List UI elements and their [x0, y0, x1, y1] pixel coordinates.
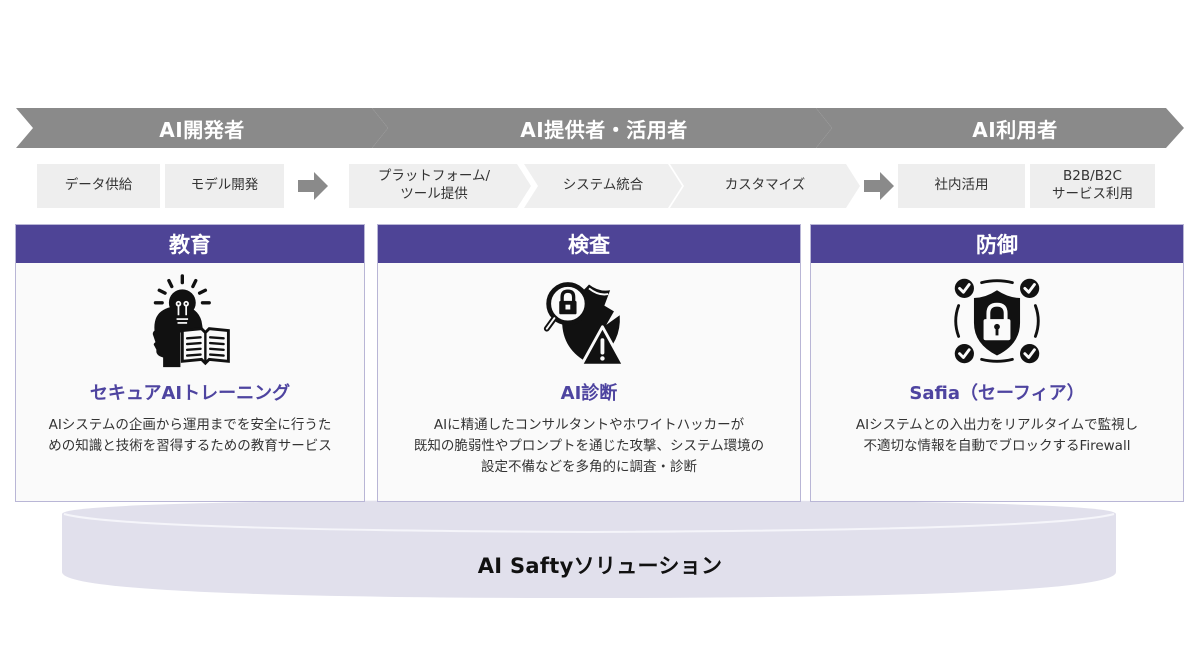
stage-label: AI利用者 [972, 117, 1058, 142]
step-system-integration: システム統合 [524, 164, 682, 208]
step-customize: カスタマイズ [670, 164, 860, 208]
card-title: セキュアAIトレーニング [89, 383, 291, 404]
card-title: AI診断 [560, 383, 618, 404]
stage-ai-user: AI利用者 [816, 108, 1184, 148]
right-arrow-icon [298, 172, 328, 200]
shield-lock-checkmarks-icon [954, 278, 1040, 364]
head-lightbulb-book-icon [152, 274, 230, 368]
card-header: 検査 [378, 225, 800, 263]
step-model-development: モデル開発 [165, 164, 284, 208]
card-defense: 防御 Safia（セーフィア） [810, 224, 1184, 502]
card-description: AIシステムの企画から運用までを安全に行うた めの知識と技術を習得するための教育… [48, 417, 332, 454]
card-description: AIに精通したコンサルタントやホワイトハッカーが 既知の脆弱性やプロンプトを通じ… [413, 417, 765, 475]
card-header: 防御 [811, 225, 1183, 263]
platform-label: AI Saftyソリューション [477, 554, 723, 578]
process-steps: データ供給 モデル開発 プラットフォーム/ツール提供 システム統合 カスタマイズ… [0, 164, 1200, 208]
step-internal-use: 社内活用 [898, 164, 1025, 208]
card-education: 教育 [15, 224, 365, 502]
stage-ai-provider: AI提供者・活用者 [372, 108, 832, 148]
stage-label: AI提供者・活用者 [520, 117, 688, 142]
card-title: Safia（セーフィア） [909, 383, 1085, 404]
platform-base [62, 500, 1116, 598]
stage-label: AI開発者 [159, 117, 245, 142]
card-description: AIシステムとの入出力をリアルタイムで監視し 不適切な情報を自動でブロックするF… [855, 417, 1139, 454]
stage-ai-developer: AI開発者 [16, 108, 388, 148]
magnifier-lock-broken-shield-warning-icon [543, 282, 625, 367]
stage-band: AI開発者 AI提供者・活用者 AI利用者 [0, 108, 1200, 148]
card-inspection: 検査 AI診断 AIに精通したコンサルタントやホワイトハッカーが 既知の脆弱性や… [377, 224, 801, 502]
card-header: 教育 [16, 225, 364, 263]
right-arrow-icon [864, 172, 894, 200]
step-data-supply: データ供給 [37, 164, 160, 208]
step-platform-tool: プラットフォーム/ツール提供 [349, 164, 531, 208]
